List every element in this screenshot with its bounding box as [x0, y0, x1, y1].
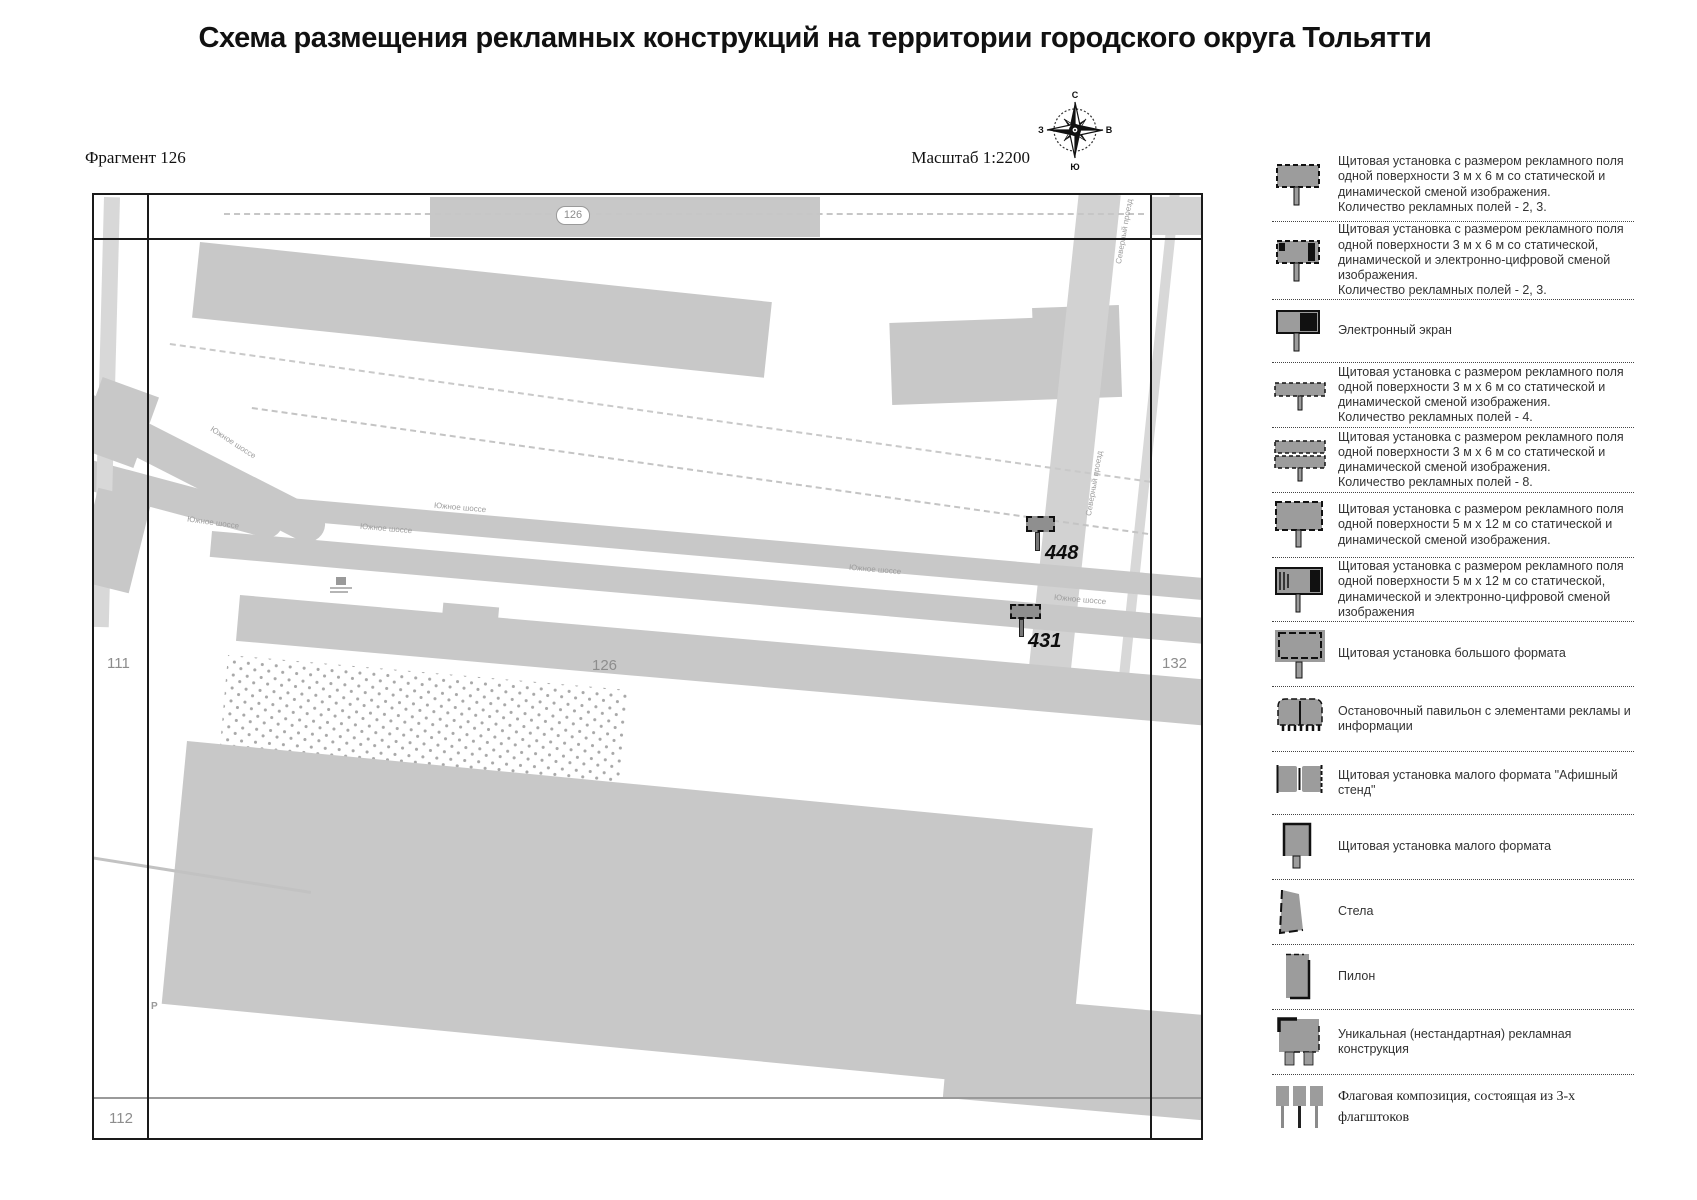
- poster-stand-icon: [1272, 758, 1330, 808]
- flag-composition-icon: [1272, 1083, 1330, 1133]
- legend-item-text: Остановочный павильон с элементами рекла…: [1338, 703, 1631, 733]
- legend-item: Щитовая установка малого формата: [1272, 815, 1634, 880]
- bus-stop-pavilion-icon: [1272, 694, 1330, 744]
- legend-item: Остановочный павильон с элементами рекла…: [1272, 687, 1634, 752]
- legend-item-text: Щитовая установка малого формата: [1338, 839, 1552, 854]
- sector-label-bottom-left: 112: [109, 1110, 133, 1127]
- legend: Щитовая установка с размером рекламного …: [1272, 148, 1634, 1140]
- billboard-5x12-static-icon: [1272, 500, 1330, 550]
- grid-line: [1150, 195, 1152, 1138]
- grid-line: [94, 238, 1201, 240]
- legend-item-text: Щитовая установка большого формата: [1338, 646, 1566, 661]
- sector-badge: 126: [556, 206, 590, 225]
- sector-label-left: 111: [107, 655, 130, 672]
- scale-label: Масштаб 1:2200: [911, 148, 1030, 167]
- billboard-3x6-8fields-icon: [1272, 435, 1330, 485]
- billboard-marker-448-label: 448: [1045, 542, 1079, 564]
- legend-item-text: Щитовая установка малого формата "Афишны…: [1338, 767, 1618, 797]
- legend-item-text: Щитовая установка с размером рекламного …: [1338, 364, 1624, 425]
- legend-item-text: Пилон: [1338, 969, 1376, 984]
- billboard-marker-431: [1010, 604, 1041, 619]
- compass-east-label: В: [1106, 125, 1113, 135]
- small-format-billboard-icon: [1272, 822, 1330, 872]
- legend-item: Щитовая установка с размером рекламного …: [1272, 148, 1634, 222]
- legend-item-text: Щитовая установка с размером рекламного …: [1338, 222, 1624, 298]
- sector-label-center: 126: [592, 657, 618, 674]
- road-patch: [1152, 197, 1201, 235]
- grid-line: [147, 195, 149, 1138]
- billboard-3x6-static-icon: [1272, 160, 1330, 210]
- fragment-label: Фрагмент 126: [85, 148, 186, 167]
- compass-south-label: Ю: [1070, 162, 1079, 172]
- legend-item-text: Стела: [1338, 904, 1374, 919]
- legend-item-text: Щитовая установка с размером рекламного …: [1338, 559, 1624, 619]
- pylon-icon: [1272, 952, 1330, 1002]
- legend-item-text: Щитовая установка с размером рекламного …: [1338, 429, 1624, 490]
- legend-item: Электронный экран: [1272, 300, 1634, 363]
- legend-item: Уникальная (нестандартная) рекламная кон…: [1272, 1010, 1634, 1075]
- legend-item: Щитовая установка с размером рекламного …: [1272, 558, 1634, 622]
- compass-rose-icon: С Ю В З: [1038, 90, 1113, 172]
- grid-line: [94, 1097, 1201, 1099]
- legend-item-text: Уникальная (нестандартная) рекламная кон…: [1338, 1026, 1572, 1056]
- billboard-marker-448-pole: [1035, 532, 1040, 551]
- stela-icon: [1272, 887, 1330, 937]
- legend-item: Щитовая установка с размером рекламного …: [1272, 222, 1634, 300]
- small-map-symbol: [330, 577, 352, 593]
- legend-item: Щитовая установка большого формата: [1272, 622, 1634, 687]
- legend-item: Пилон: [1272, 945, 1634, 1010]
- compass-major-points: [1046, 101, 1104, 159]
- road-name-label: Южное шоссе: [208, 424, 258, 461]
- parcel-boundary: [224, 213, 1144, 215]
- page-title: Схема размещения рекламных конструкций н…: [198, 22, 1432, 54]
- legend-item: Щитовая установка с размером рекламного …: [1272, 428, 1634, 493]
- unique-construction-icon: [1272, 1017, 1330, 1067]
- parking-label: Р: [151, 1001, 158, 1012]
- sector-label-right: 132: [1162, 655, 1188, 672]
- map-canvas: Р 126 111 112 132 126 Южное шоссе Южное …: [92, 193, 1203, 1140]
- billboard-marker-431-label: 431: [1028, 630, 1062, 652]
- legend-item: Щитовая установка с размером рекламного …: [1272, 363, 1634, 428]
- electronic-screen-icon: [1272, 306, 1330, 356]
- compass-north-label: С: [1072, 90, 1079, 100]
- billboard-marker-431-pole: [1019, 619, 1024, 637]
- legend-item: Щитовая установка малого формата "Афишны…: [1272, 752, 1634, 815]
- building: [430, 197, 820, 237]
- lot-extension: [942, 993, 1201, 1124]
- legend-item-text: Флаговая композиция, состоящая из 3-х фл…: [1338, 1089, 1576, 1125]
- legend-item-text: Щитовая установка с размером рекламного …: [1338, 502, 1624, 547]
- large-format-billboard-icon: [1272, 629, 1330, 679]
- billboard-3x6-4fields-icon: [1272, 370, 1330, 420]
- legend-item-text: Электронный экран: [1338, 323, 1452, 338]
- billboard-5x12-digital-icon: [1272, 565, 1330, 615]
- legend-item: Щитовая установка с размером рекламного …: [1272, 493, 1634, 558]
- legend-item: Стела: [1272, 880, 1634, 945]
- billboard-3x6-digital-icon: [1272, 236, 1330, 286]
- legend-item: Флаговая композиция, состоящая из 3-х фл…: [1272, 1075, 1634, 1140]
- billboard-marker-448: [1026, 516, 1055, 532]
- compass-west-label: З: [1038, 125, 1044, 135]
- legend-item-text: Щитовая установка с размером рекламного …: [1338, 154, 1624, 214]
- road-patch: [94, 487, 152, 594]
